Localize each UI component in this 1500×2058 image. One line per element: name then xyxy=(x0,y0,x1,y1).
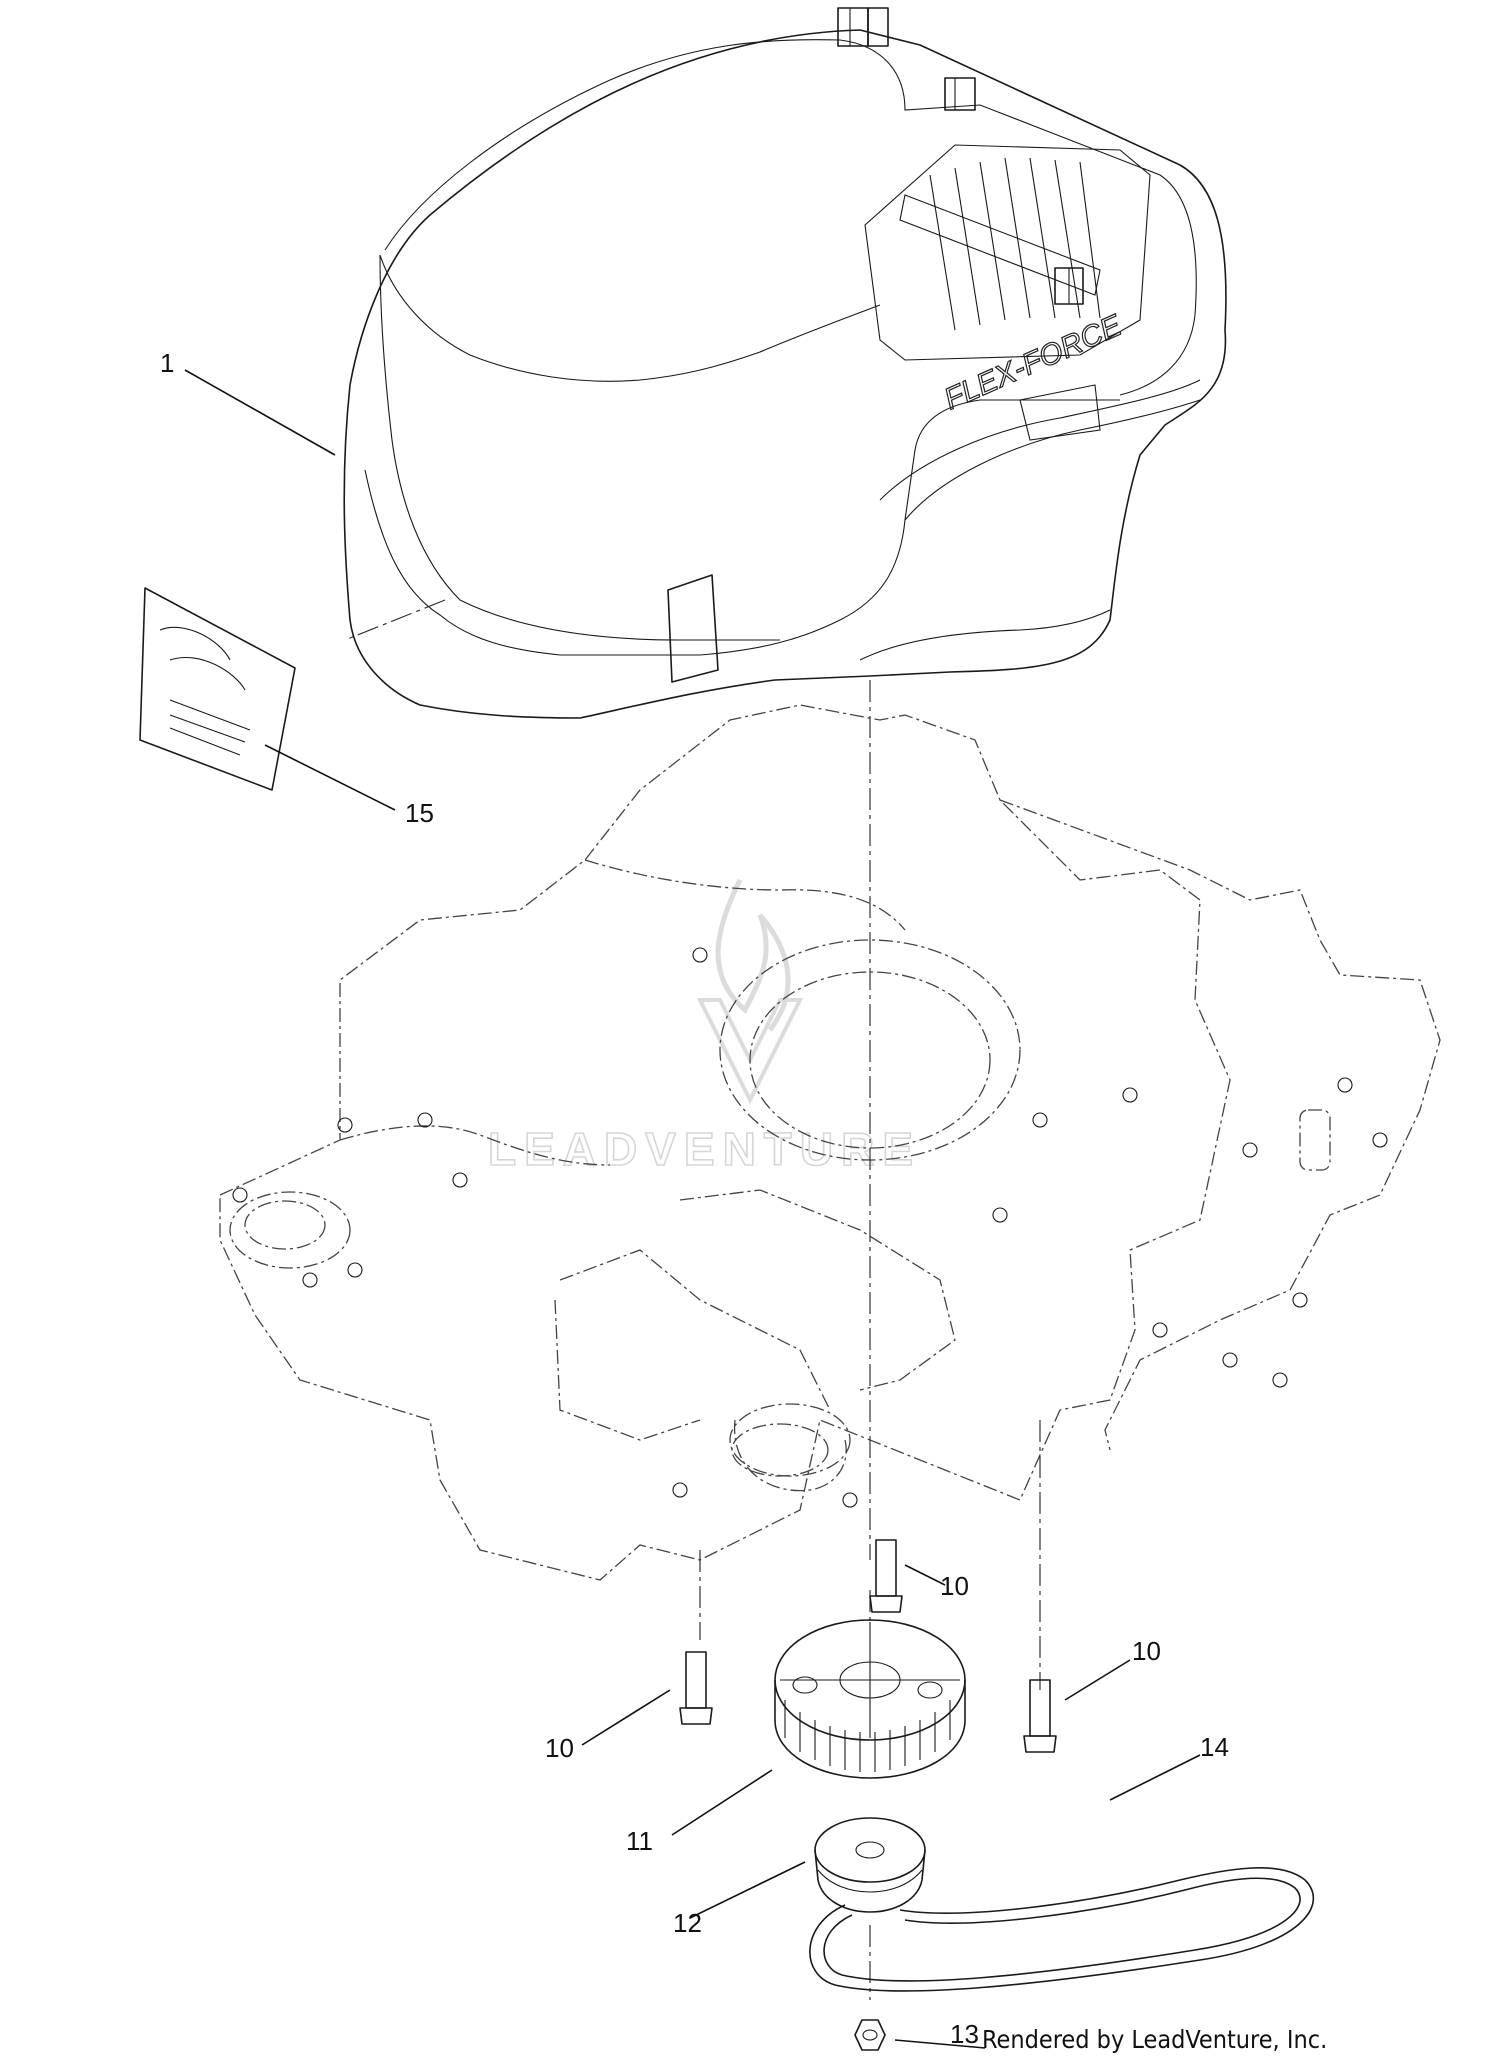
callout-part-10-right: 10 xyxy=(1132,1636,1161,1666)
leader-lines xyxy=(184,369,1201,2049)
toothed-pulley-part-11 xyxy=(774,1619,966,1779)
render-credit: Rendered by LeadVenture, Inc. xyxy=(982,2025,1327,2054)
decal-part-15 xyxy=(139,587,296,791)
bolt-part-10-center xyxy=(869,1539,903,1613)
drive-belt-part-14 xyxy=(809,1867,1315,1992)
callout-part-10-center: 10 xyxy=(940,1571,969,1601)
pulley-teeth xyxy=(784,1700,951,1772)
cover-grille-connector xyxy=(1054,267,1084,305)
callout-labels: 1 15 10 10 10 11 12 14 13 xyxy=(160,348,1229,2049)
callout-part-10-left: 10 xyxy=(545,1733,574,1763)
callout-part-12: 12 xyxy=(673,1908,702,1938)
callout-part-1: 1 xyxy=(160,348,174,378)
cover-grille-fins xyxy=(929,157,1101,331)
nut-part-13 xyxy=(854,2019,886,2051)
cover-side-connector xyxy=(944,77,976,111)
watermark-text: LEADVENTURE xyxy=(488,1123,921,1175)
callout-part-11: 11 xyxy=(626,1826,653,1856)
assembly-centerlines xyxy=(344,599,1041,2000)
callout-part-15: 15 xyxy=(405,798,434,828)
callout-part-13: 13 xyxy=(950,2019,979,2049)
cover-top-connector xyxy=(837,7,889,47)
cover-front-slot xyxy=(667,574,719,683)
callout-part-14: 14 xyxy=(1200,1732,1229,1762)
motor-cover-part-1: FLEX-FORCE xyxy=(343,7,1227,719)
v-pulley-part-12 xyxy=(814,1817,926,1913)
bolt-part-10-right xyxy=(1023,1679,1057,1753)
watermark-logo: LEADVENTURE xyxy=(487,878,921,1176)
bolt-part-10-left xyxy=(679,1651,713,1725)
motor-mount-plate-phantom xyxy=(219,704,1441,1581)
